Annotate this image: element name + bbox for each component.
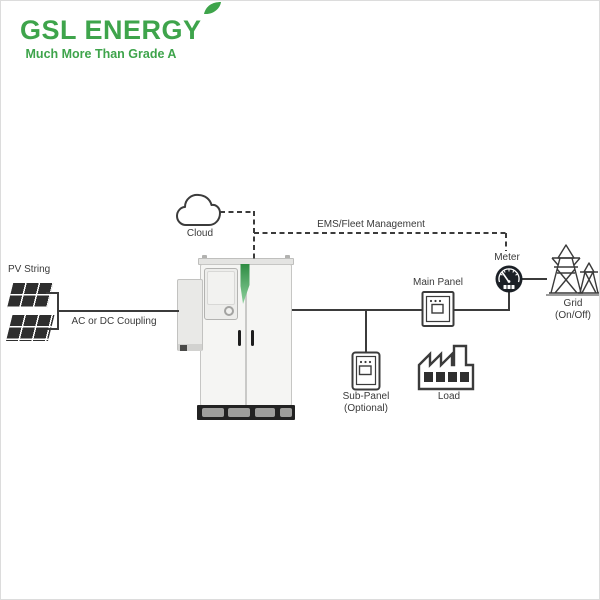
main-panel-icon — [421, 291, 455, 327]
meter-label: Meter — [494, 252, 520, 263]
grid-label-line1: Grid — [563, 298, 583, 309]
battery-cabinet — [285, 255, 290, 259]
meter-gauge-icon — [495, 265, 523, 293]
inverter-unit — [177, 279, 203, 351]
sub-panel-label-line1: Sub-Panel — [342, 391, 390, 402]
ems-label: EMS/Fleet Management — [317, 219, 425, 230]
sub-panel-label: Sub-Panel (Optional) — [326, 391, 406, 414]
inverter-unit — [207, 271, 235, 305]
cabinet-handle — [251, 330, 254, 346]
solid-wires — [46, 278, 547, 354]
main-panel-label: Main Panel — [412, 277, 464, 288]
coupling-label: AC or DC Coupling — [71, 316, 157, 327]
dashed-wires — [220, 211, 507, 259]
cabinet-handle — [238, 330, 241, 346]
cloud-label: Cloud — [186, 228, 214, 239]
grid-label-line2: (On/Off) — [555, 309, 591, 321]
leaf-icon — [204, 2, 221, 15]
cabinet-green-stripe — [240, 264, 250, 304]
pv-string-label: PV String — [8, 264, 51, 275]
sub-panel-label-line2: (Optional) — [344, 402, 388, 414]
battery-cabinet — [245, 265, 247, 405]
logo-tagline: Much More Than Grade A — [25, 47, 177, 61]
logo-title: GSL ENERGY — [20, 15, 202, 45]
battery-cabinet — [202, 255, 207, 259]
inverter-unit — [178, 344, 202, 351]
grid-towers-icon — [546, 244, 599, 296]
cloud-icon — [176, 193, 221, 226]
inverter-knob — [224, 306, 234, 316]
load-label: Load — [437, 391, 461, 402]
grid-label: Grid (On/Off) — [538, 298, 599, 321]
inverter-unit — [180, 345, 187, 351]
cabinet-base — [197, 405, 295, 420]
factory-load-icon — [417, 344, 475, 391]
sub-panel-icon — [351, 351, 381, 391]
